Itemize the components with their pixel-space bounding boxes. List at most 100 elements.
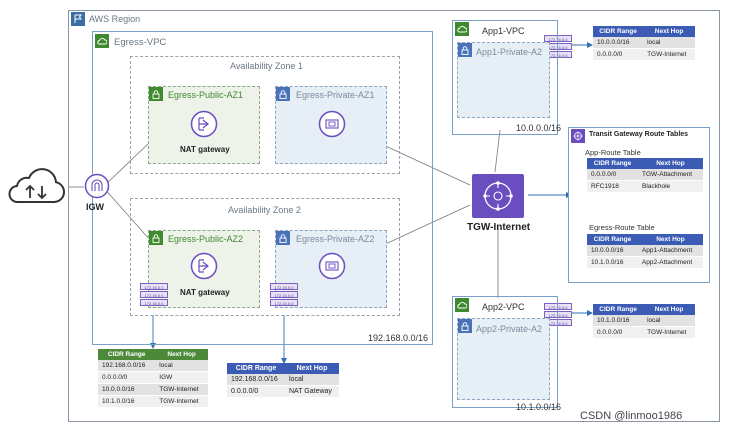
egress-vpc-label: Egress-VPC xyxy=(114,37,167,48)
lock-icon xyxy=(149,231,163,245)
col-header: CIDR Range xyxy=(587,234,638,245)
az1-label: Availability Zone 1 xyxy=(230,61,303,71)
col-header: CIDR Range xyxy=(593,304,644,315)
col-header: CIDR Range xyxy=(587,158,638,169)
col-header: Next Hop xyxy=(637,234,703,245)
app1-subnet xyxy=(457,42,550,118)
transit-gateway-icon xyxy=(571,129,585,143)
internet-gateway-icon xyxy=(84,173,110,199)
eni-stack: 172.16.0.0 172.16.0.0 172.16.0.0 xyxy=(270,283,298,307)
eni-label: 172.16.0.0 xyxy=(544,311,572,318)
tgw-label: TGW-Internet xyxy=(467,222,531,233)
eni-label: 172.16.0.0 xyxy=(140,291,168,298)
eni-stack: 172.16.0.0 172.16.0.0 172.16.0.0 xyxy=(544,303,572,327)
subnet-label: Egress-Private-AZ1 xyxy=(296,90,375,100)
igw-label: IGW xyxy=(86,202,104,212)
table-cell: TGW-Internet xyxy=(155,395,208,408)
transit-gateway-icon xyxy=(472,174,524,218)
eni-label: 172.16.0.0 xyxy=(270,291,298,298)
col-header: CIDR Range xyxy=(98,349,156,360)
eni-label: 172.16.0.0 xyxy=(140,299,168,306)
table-cell: 192.168.0.0/16 xyxy=(227,374,285,386)
table-cell: 0.0.0.0/0 xyxy=(587,169,638,181)
nat-gateway-icon xyxy=(190,252,218,280)
app1-cidr: 10.0.0.0/16 xyxy=(516,123,562,133)
table-cell: 10.0.0.0/16 xyxy=(593,37,644,49)
table-cell: 0.0.0.0/0 xyxy=(593,48,644,61)
eni-label: 172.16.0.0 xyxy=(544,303,572,310)
table-cell: 0.0.0.0/0 xyxy=(98,371,156,384)
table-cell: 0.0.0.0/0 xyxy=(227,385,285,398)
arrow-priv xyxy=(281,358,287,364)
vpc-cloud-icon xyxy=(455,298,469,312)
app2-subnet-label: App2-Private-A2 xyxy=(476,324,543,334)
eni-stack: 172.16.0.0 172.16.0.0 172.16.0.0 xyxy=(140,283,168,307)
az2-label: Availability Zone 2 xyxy=(228,205,301,215)
table-cell: 10.1.0.0/16 xyxy=(593,315,644,327)
col-header: Next Hop xyxy=(643,304,695,315)
eni-label: 172.16.0.0 xyxy=(140,283,168,290)
egress-vpc-cidr: 192.168.0.0/16 xyxy=(368,333,429,343)
network-interface-icon xyxy=(318,110,346,138)
lock-icon xyxy=(276,87,290,101)
lock-icon xyxy=(149,87,163,101)
lock-icon xyxy=(458,319,472,333)
table-cell: TGW-Internet xyxy=(643,48,695,61)
table-cell: TGW-Internet xyxy=(155,383,208,396)
tgw-route-tables-title: Transit Gateway Route Tables xyxy=(589,131,689,138)
egress-route-table-title: Egress-Route Table xyxy=(589,223,655,232)
table-cell: 0.0.0.0/0 xyxy=(593,326,644,339)
table-cell: local xyxy=(155,360,208,372)
internet-cloud-icon xyxy=(8,168,65,203)
table-cell: 10.0.0.0/16 xyxy=(98,383,156,396)
table-cell: local xyxy=(643,37,695,49)
aws-region xyxy=(68,10,720,422)
app2-vpc xyxy=(452,296,558,408)
app1-vpc xyxy=(452,20,558,135)
col-header: Next Hop xyxy=(643,26,695,37)
table-cell: App2-Attachment xyxy=(637,256,703,269)
nat-gateway-label: NAT gateway xyxy=(180,145,230,154)
line-igw-nat1 xyxy=(102,141,151,188)
table-cell: TGW-Internet xyxy=(643,326,695,339)
table-cell: local xyxy=(285,374,339,386)
table-cell: RFC1918 xyxy=(587,180,638,193)
table-cell: NAT Gateway xyxy=(285,385,339,398)
col-header: Next Hop xyxy=(637,158,703,169)
table-cell: IGW xyxy=(155,371,208,384)
table-cell: Blackhole xyxy=(637,180,703,193)
table-cell: local xyxy=(643,315,695,327)
lock-icon xyxy=(458,43,472,57)
line-tgw-app1 xyxy=(494,129,501,173)
app2-vpc-label: App2-VPC xyxy=(482,302,525,312)
nat-gateway-icon xyxy=(190,110,218,138)
col-header: CIDR Range xyxy=(227,363,285,374)
subnet-label: Egress-Public-AZ1 xyxy=(168,90,244,100)
subnet-label: Egress-Private-AZ2 xyxy=(296,234,375,244)
table-cell: App1-Attachment xyxy=(637,245,703,257)
eni-label: 172.16.0.0 xyxy=(270,299,298,306)
subnet-label: Egress-Public-AZ2 xyxy=(168,234,244,244)
eni-label: 172.16.0.0 xyxy=(544,35,572,42)
network-interface-icon xyxy=(318,252,346,280)
col-header: CIDR Range xyxy=(593,26,644,37)
app-route-table-title: App-Route Table xyxy=(585,148,641,157)
col-header: Next Hop xyxy=(285,363,339,374)
table-cell: TGW-Attachment xyxy=(637,169,703,181)
